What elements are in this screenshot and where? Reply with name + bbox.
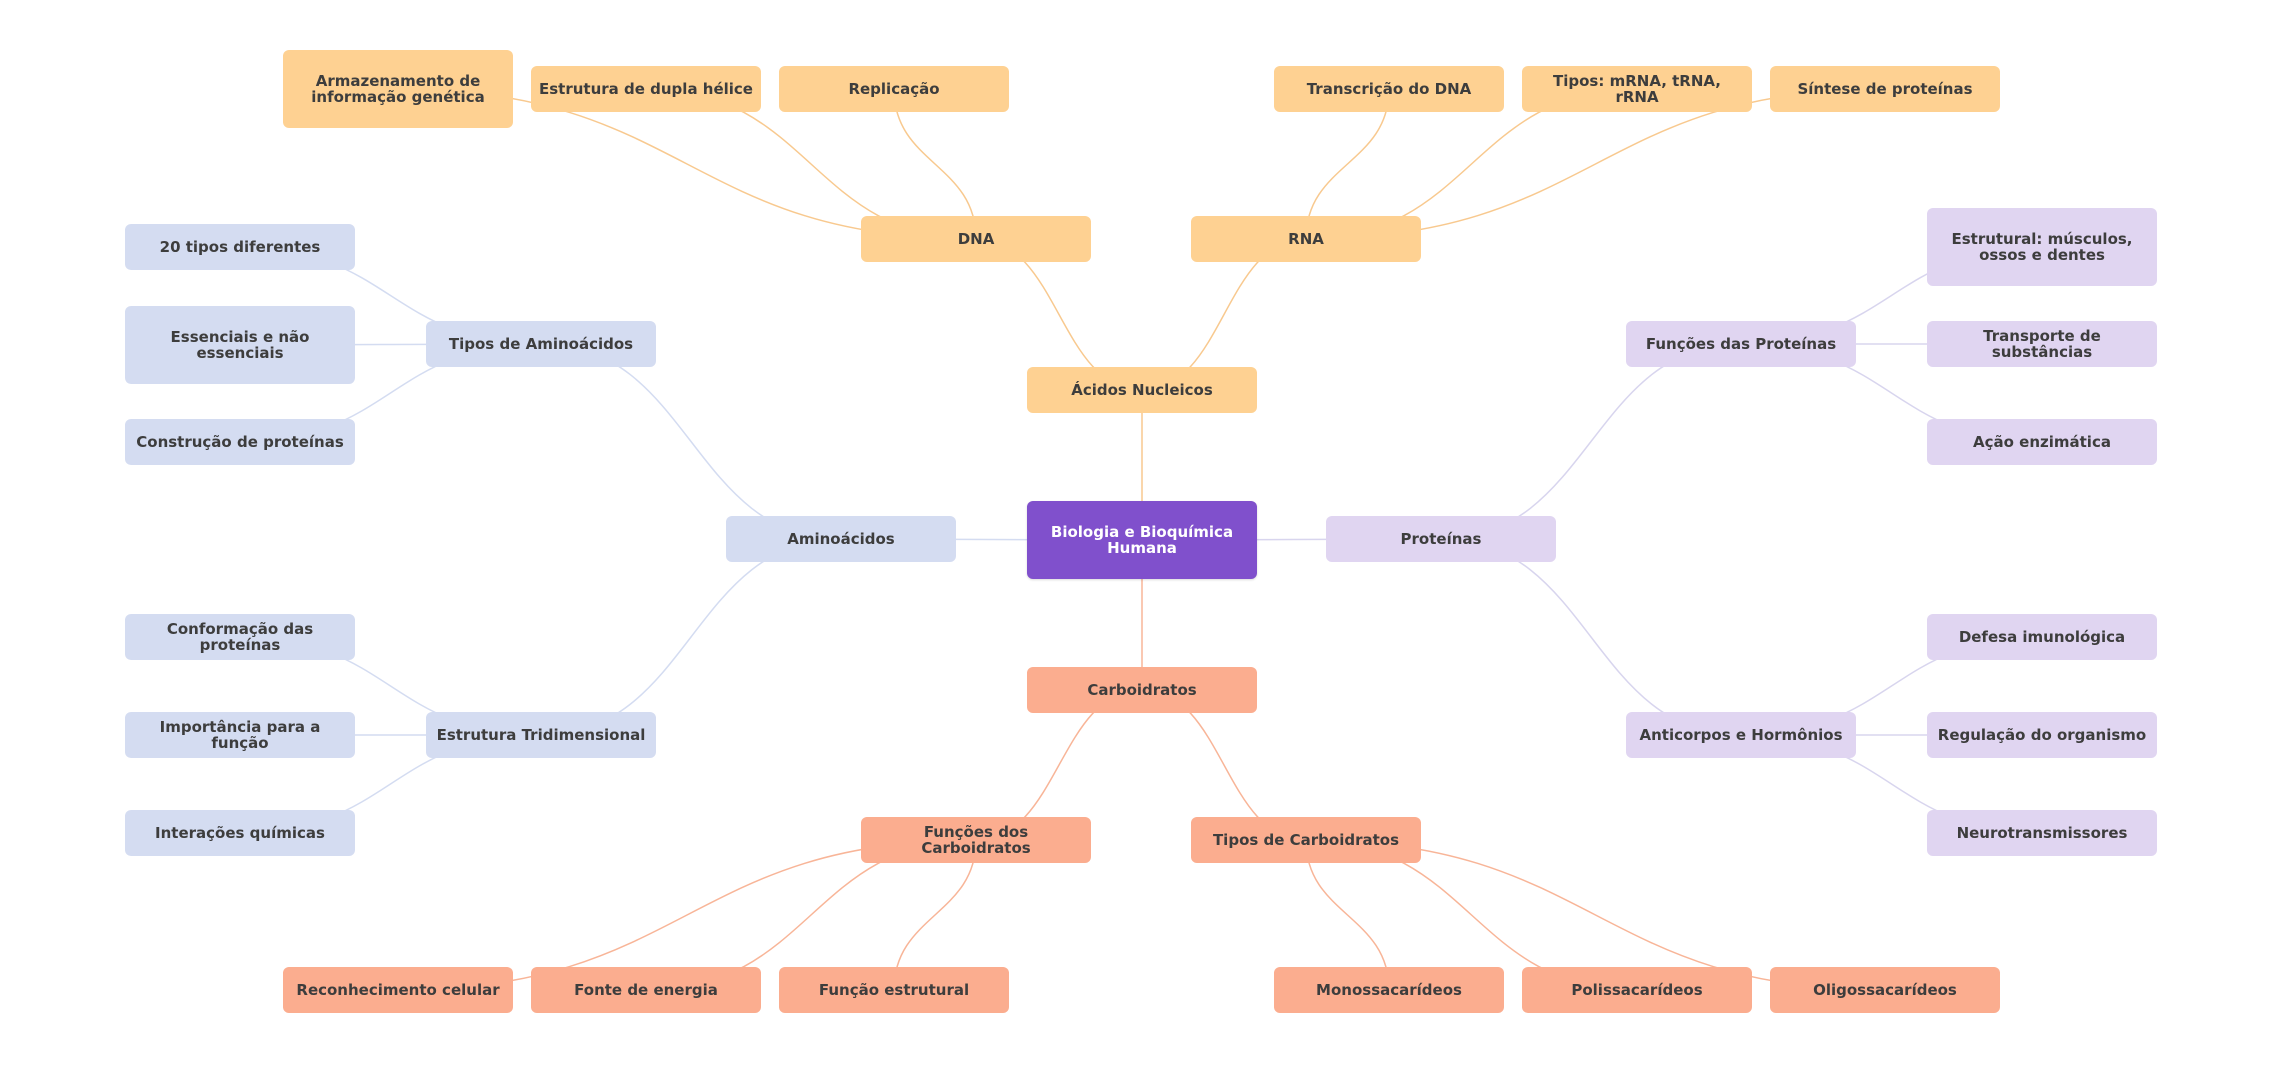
node-dupla[interactable]: Estrutura de dupla hélice xyxy=(531,66,761,112)
connector-tipos-carb-mono xyxy=(1305,839,1390,991)
node-tipos-carb[interactable]: Tipos de Carboidratos xyxy=(1191,817,1421,863)
node-func-prot[interactable]: Funções das Proteínas xyxy=(1626,321,1856,367)
node-label: Essenciais e não essenciais xyxy=(170,327,310,362)
node-rna[interactable]: RNA xyxy=(1191,216,1421,262)
node-label: Funções dos Carboidratos xyxy=(921,822,1031,857)
node-transp[interactable]: Transporte de substâncias xyxy=(1927,321,2157,367)
node-prot[interactable]: Proteínas xyxy=(1326,516,1556,562)
node-label: Transcrição do DNA xyxy=(1306,79,1472,98)
node-label: Neurotransmissores xyxy=(1956,823,2128,842)
node-label: Conformação das proteínas xyxy=(166,619,314,654)
node-label: Carboidratos xyxy=(1087,680,1197,699)
node-label: 20 tipos diferentes xyxy=(159,237,321,256)
node-label: Proteínas xyxy=(1400,529,1482,548)
node-replic[interactable]: Replicação xyxy=(779,66,1009,112)
node-label: Monossacarídeos xyxy=(1316,980,1462,999)
node-label: DNA xyxy=(957,229,995,248)
node-label: Aminoácidos xyxy=(787,529,895,548)
node-label: Tipos: mRNA, tRNA, rRNA xyxy=(1553,71,1721,106)
node-label: Construção de proteínas xyxy=(136,432,344,451)
node-acao[interactable]: Ação enzimática xyxy=(1927,419,2157,465)
node-neuro[interactable]: Neurotransmissores xyxy=(1927,810,2157,856)
node-label: Polissacarídeos xyxy=(1571,980,1703,999)
node-label: Ação enzimática xyxy=(1973,432,2111,451)
node-acidos[interactable]: Ácidos Nucleicos xyxy=(1027,367,1257,413)
connector-prot-antic xyxy=(1440,538,1742,736)
node-label: Oligossacarídeos xyxy=(1813,980,1957,999)
node-sintese[interactable]: Síntese de proteínas xyxy=(1770,66,2000,112)
node-label: Síntese de proteínas xyxy=(1797,79,1973,98)
node-label: Anticorpos e Hormônios xyxy=(1639,725,1843,744)
node-poli[interactable]: Polissacarídeos xyxy=(1522,967,1752,1013)
node-carb[interactable]: Carboidratos xyxy=(1027,667,1257,713)
node-label: Interações químicas xyxy=(155,823,325,842)
node-regul[interactable]: Regulação do organismo xyxy=(1927,712,2157,758)
node-label: RNA xyxy=(1288,229,1324,248)
node-label: Defesa imunológica xyxy=(1958,627,2126,646)
node-label: Ácidos Nucleicos xyxy=(1071,380,1213,399)
node-armaz[interactable]: Armazenamento de informação genética xyxy=(283,50,513,128)
node-dna[interactable]: DNA xyxy=(861,216,1091,262)
connector-amino-tipos-amino xyxy=(540,343,842,540)
node-label: Função estrutural xyxy=(818,980,970,999)
node-tipos-amino[interactable]: Tipos de Aminoácidos xyxy=(426,321,656,367)
node-conform[interactable]: Conformação das proteínas xyxy=(125,614,355,660)
node-label: Estrutura Tridimensional xyxy=(436,725,646,744)
node-funcao-est[interactable]: Função estrutural xyxy=(779,967,1009,1013)
node-label: Regulação do organismo xyxy=(1937,725,2147,744)
node-constr[interactable]: Construção de proteínas xyxy=(125,419,355,465)
node-label: Estrutura de dupla hélice xyxy=(539,79,753,98)
node-mono[interactable]: Monossacarídeos xyxy=(1274,967,1504,1013)
node-estrutural[interactable]: Estrutural: músculos, ossos e dentes xyxy=(1927,208,2157,286)
node-label: Armazenamento de informação genética xyxy=(311,71,485,106)
connector-dna-replic xyxy=(893,88,977,240)
node-label: Tipos de Carboidratos xyxy=(1212,830,1400,849)
connector-amino-estrut3d xyxy=(540,538,842,736)
root-node[interactable]: Biologia e Bioquímica Humana xyxy=(1027,501,1257,579)
node-label: Reconhecimento celular xyxy=(296,980,500,999)
connector-prot-func-prot xyxy=(1440,343,1742,540)
node-label: Transporte de substâncias xyxy=(1983,326,2101,361)
root-node-label: Biologia e Bioquímica Humana xyxy=(1050,522,1234,557)
node-label: Estrutural: músculos, ossos e dentes xyxy=(1951,229,2133,264)
connector-rna-transc xyxy=(1305,88,1390,240)
node-label: Tipos de Aminoácidos xyxy=(448,334,634,353)
node-essenc[interactable]: Essenciais e não essenciais xyxy=(125,306,355,384)
node-antic[interactable]: Anticorpos e Hormônios xyxy=(1626,712,1856,758)
node-defesa[interactable]: Defesa imunológica xyxy=(1927,614,2157,660)
node-oligo[interactable]: Oligossacarídeos xyxy=(1770,967,2000,1013)
node-import[interactable]: Importância para a função xyxy=(125,712,355,758)
node-transc[interactable]: Transcrição do DNA xyxy=(1274,66,1504,112)
node-amino[interactable]: Aminoácidos xyxy=(726,516,956,562)
connector-func-carb-funcao-est xyxy=(893,839,977,991)
node-label: Importância para a função xyxy=(159,717,321,752)
node-label: Replicação xyxy=(848,79,940,98)
node-estrut3d[interactable]: Estrutura Tridimensional xyxy=(426,712,656,758)
node-vinte[interactable]: 20 tipos diferentes xyxy=(125,224,355,270)
node-label: Fonte de energia xyxy=(574,980,718,999)
node-tipos-rna[interactable]: Tipos: mRNA, tRNA, rRNA xyxy=(1522,66,1752,112)
node-reconh[interactable]: Reconhecimento celular xyxy=(283,967,513,1013)
node-fonte[interactable]: Fonte de energia xyxy=(531,967,761,1013)
node-label: Funções das Proteínas xyxy=(1645,334,1837,353)
node-interac[interactable]: Interações químicas xyxy=(125,810,355,856)
node-func-carb[interactable]: Funções dos Carboidratos xyxy=(861,817,1091,863)
